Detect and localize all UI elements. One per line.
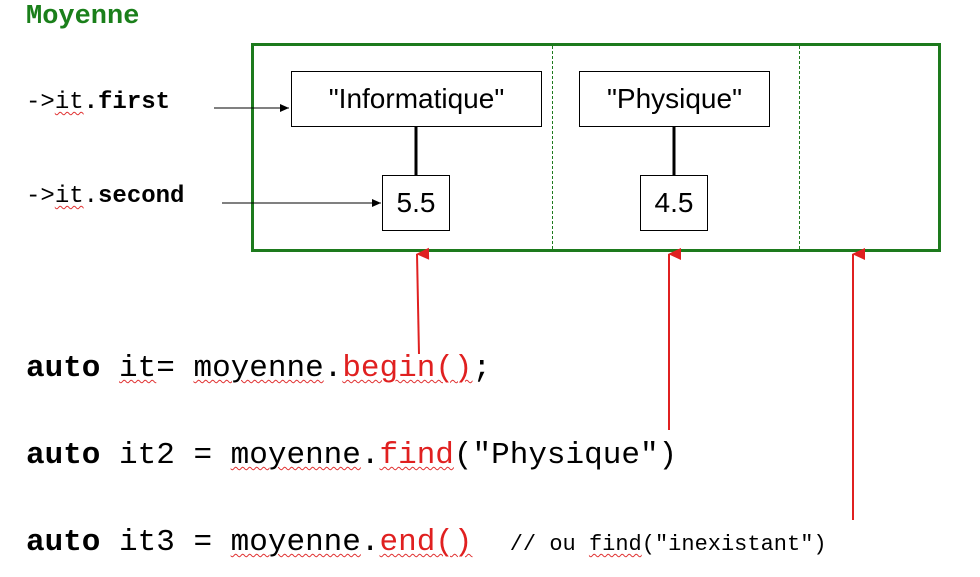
it-second-label: ->it.second: [26, 183, 184, 210]
dot: .: [83, 183, 99, 210]
assign: =: [156, 351, 194, 386]
object-moyenne: moyenne: [193, 351, 324, 386]
comment-prefix: // ou: [509, 532, 589, 557]
value-box-physique: 4.5: [640, 175, 708, 231]
second-member: second: [98, 183, 185, 210]
comment-find: find: [588, 532, 642, 557]
method-end: end(): [379, 525, 473, 560]
slot-divider: [552, 46, 553, 249]
method-begin: begin(): [342, 351, 473, 386]
code-line-begin: auto it= moyenne.begin();: [26, 351, 491, 386]
it-name: it: [54, 89, 84, 116]
key-box-informatique: "Informatique": [291, 71, 542, 127]
method-find: find: [379, 438, 454, 473]
object-moyenne: moyenne: [230, 438, 361, 473]
arrow-prefix: ->: [26, 89, 55, 116]
slot-divider: [799, 46, 800, 249]
it-first-label: ->it.first: [26, 89, 170, 116]
keyword-auto: auto: [26, 438, 101, 473]
key-box-physique: "Physique": [579, 71, 770, 127]
var-it: it: [119, 351, 157, 386]
semicolon: ;: [472, 351, 492, 386]
dot: .: [83, 89, 99, 116]
code-line-end: auto it3 = moyenne.end() // ou find("ine…: [26, 525, 827, 560]
dot: .: [360, 438, 380, 473]
dot: .: [360, 525, 380, 560]
arrow-prefix: ->: [26, 183, 55, 210]
var-it2: it2 =: [119, 438, 231, 473]
var-it3: it3 =: [119, 525, 231, 560]
it-name: it: [54, 183, 84, 210]
find-args: ("Physique"): [453, 438, 678, 473]
diagram-title: Moyenne: [26, 2, 140, 32]
map-container: [251, 43, 941, 252]
keyword-auto: auto: [26, 351, 101, 386]
dot: .: [323, 351, 343, 386]
object-moyenne: moyenne: [230, 525, 361, 560]
keyword-auto: auto: [26, 525, 101, 560]
value-box-informatique: 5.5: [382, 175, 450, 231]
comment-args: ("inexistant"): [641, 532, 827, 557]
first-member: first: [98, 89, 171, 116]
comment: // ou find("inexistant"): [510, 532, 827, 557]
code-line-find: auto it2 = moyenne.find("Physique"): [26, 438, 677, 473]
begin-arrow: [416, 247, 430, 355]
